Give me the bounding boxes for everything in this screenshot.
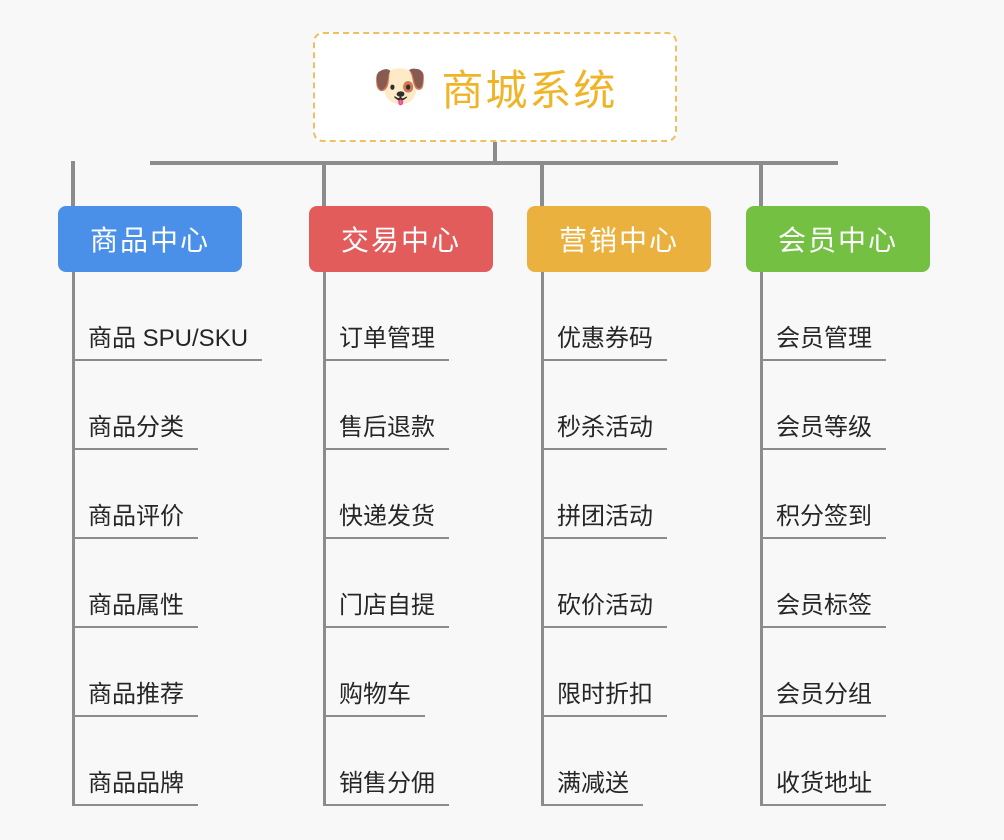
leaf-item[interactable]: 限时折扣 [527, 628, 711, 717]
connector-trunk-trade-center [323, 272, 326, 806]
root-node[interactable]: 🐶 商城系统 [313, 32, 677, 142]
leaf-list-product-center: 商品 SPU/SKU 商品分类商品评价商品属性商品推荐商品品牌 [58, 272, 263, 806]
leaf-item-label: 积分签到 [762, 503, 886, 539]
category-box-product-center[interactable]: 商品中心 [58, 206, 242, 272]
leaf-item-label: 商品推荐 [74, 681, 198, 717]
leaf-item[interactable]: 门店自提 [309, 539, 493, 628]
leaf-item[interactable]: 收货地址 [746, 717, 930, 806]
connector-drop-product-center [71, 161, 75, 206]
leaf-item[interactable]: 快递发货 [309, 450, 493, 539]
leaf-item-label: 商品评价 [74, 503, 198, 539]
connector-trunk-product-center [72, 272, 75, 806]
leaf-item-label: 优惠券码 [543, 325, 667, 361]
leaf-item-label: 商品 SPU/SKU [74, 325, 263, 361]
leaf-item-label: 销售分佣 [325, 770, 449, 806]
leaf-item-label: 购物车 [325, 681, 425, 717]
leaf-item-label: 会员管理 [762, 325, 886, 361]
category-box-trade-center[interactable]: 交易中心 [309, 206, 493, 272]
leaf-item-label: 会员分组 [762, 681, 886, 717]
leaf-item[interactable]: 商品品牌 [58, 717, 242, 806]
connector-horizontal-bus [150, 161, 838, 165]
leaf-item-label: 门店自提 [325, 592, 449, 628]
column-trade-center: 交易中心订单管理售后退款快递发货门店自提购物车销售分佣 [309, 206, 493, 806]
leaf-item[interactable]: 砍价活动 [527, 539, 711, 628]
leaf-item[interactable]: 拼团活动 [527, 450, 711, 539]
column-product-center: 商品中心商品 SPU/SKU 商品分类商品评价商品属性商品推荐商品品牌 [58, 206, 263, 806]
connector-drop-marketing-center [540, 161, 544, 206]
leaf-item[interactable]: 商品分类 [58, 361, 242, 450]
leaf-list-marketing-center: 优惠券码秒杀活动拼团活动砍价活动限时折扣满减送 [527, 272, 711, 806]
leaf-item[interactable]: 会员等级 [746, 361, 930, 450]
leaf-item[interactable]: 商品 SPU/SKU [58, 272, 263, 361]
leaf-item-label: 快递发货 [325, 503, 449, 539]
leaf-item[interactable]: 积分签到 [746, 450, 930, 539]
root-title: 商城系统 [441, 66, 618, 114]
leaf-item-label: 满减送 [543, 770, 643, 806]
leaf-item-label: 商品属性 [74, 592, 198, 628]
dog-face-icon: 🐶 [372, 62, 428, 111]
category-box-marketing-center[interactable]: 营销中心 [527, 206, 711, 272]
leaf-item[interactable]: 商品属性 [58, 539, 242, 628]
leaf-item-label: 售后退款 [325, 414, 449, 450]
column-member-center: 会员中心会员管理会员等级积分签到会员标签会员分组收货地址 [746, 206, 930, 806]
leaf-item[interactable]: 购物车 [309, 628, 493, 717]
leaf-item-label: 限时折扣 [543, 681, 667, 717]
leaf-item[interactable]: 秒杀活动 [527, 361, 711, 450]
category-box-member-center[interactable]: 会员中心 [746, 206, 930, 272]
leaf-item[interactable]: 订单管理 [309, 272, 493, 361]
connector-trunk-member-center [760, 272, 763, 806]
column-marketing-center: 营销中心优惠券码秒杀活动拼团活动砍价活动限时折扣满减送 [527, 206, 711, 806]
leaf-item-label: 会员等级 [762, 414, 886, 450]
leaf-item[interactable]: 商品推荐 [58, 628, 242, 717]
leaf-item[interactable]: 售后退款 [309, 361, 493, 450]
leaf-list-member-center: 会员管理会员等级积分签到会员标签会员分组收货地址 [746, 272, 930, 806]
connector-trunk-marketing-center [541, 272, 544, 806]
leaf-item-label: 会员标签 [762, 592, 886, 628]
leaf-item-label: 砍价活动 [543, 592, 667, 628]
leaf-item[interactable]: 会员分组 [746, 628, 930, 717]
connector-drop-member-center [759, 161, 763, 206]
leaf-item[interactable]: 销售分佣 [309, 717, 493, 806]
leaf-item[interactable]: 商品评价 [58, 450, 242, 539]
leaf-item-label: 拼团活动 [543, 503, 667, 539]
leaf-item-label: 收货地址 [762, 770, 886, 806]
connector-root-stem [493, 142, 497, 163]
leaf-item[interactable]: 满减送 [527, 717, 711, 806]
leaf-item[interactable]: 会员管理 [746, 272, 930, 361]
connector-drop-trade-center [322, 161, 326, 206]
leaf-item-label: 秒杀活动 [543, 414, 667, 450]
leaf-item-label: 订单管理 [325, 325, 449, 361]
leaf-item-label: 商品分类 [74, 414, 198, 450]
leaf-item[interactable]: 会员标签 [746, 539, 930, 628]
leaf-list-trade-center: 订单管理售后退款快递发货门店自提购物车销售分佣 [309, 272, 493, 806]
leaf-item[interactable]: 优惠券码 [527, 272, 711, 361]
leaf-item-label: 商品品牌 [74, 770, 198, 806]
